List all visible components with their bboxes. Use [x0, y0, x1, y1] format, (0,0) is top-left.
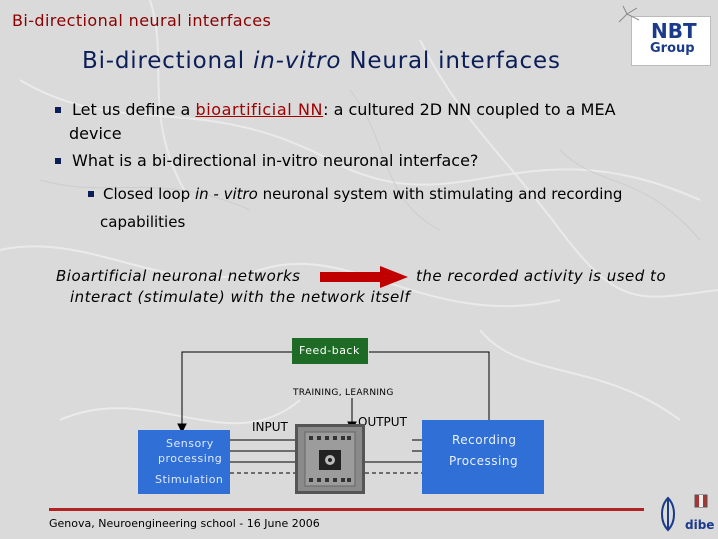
sensory-processing-box — [138, 430, 230, 494]
logo-bottom-text: Group — [650, 41, 695, 56]
stimulation-label: Stimulation — [155, 473, 224, 486]
crest-icon — [694, 494, 708, 508]
title-italic-part: in-vitro — [253, 48, 342, 74]
neuron-logo-icon — [618, 5, 640, 23]
dibe-logo-text: dibe — [685, 518, 715, 532]
sub-bullet-italic: in - vitro — [194, 185, 258, 203]
processing-label: processing — [158, 452, 223, 465]
bullet-marker — [55, 158, 61, 164]
mea-device-image — [295, 424, 365, 494]
feedback-right-line — [369, 351, 490, 420]
footer-text: Genova, Neuroengineering school - 16 Jun… — [49, 517, 320, 530]
title-part-1: Bi-directional — [82, 48, 254, 74]
recording-processing-box — [422, 420, 544, 494]
feedback-label: Feed-back — [299, 344, 360, 357]
sub-bullet-line-2: capabilities — [100, 213, 186, 231]
footer-divider — [49, 508, 644, 511]
bullet-1-text-tail: : a cultured 2D NN coupled to a MEA — [323, 100, 616, 119]
red-arrow-icon — [320, 266, 408, 288]
definition-right: the recorded activity is used to — [416, 267, 667, 285]
slide-title: Bi-directional in-vitro Neural interface… — [82, 48, 561, 74]
header-title: Bi-directional neural interfaces — [12, 11, 272, 30]
recording-label: Recording — [452, 433, 517, 447]
sensory-label: Sensory — [166, 437, 214, 450]
feedback-box — [292, 338, 368, 364]
bullet-1-text: Let us define a — [72, 100, 196, 119]
sub-bullet-text: Closed loop — [103, 185, 195, 203]
sub-bullet: Closed loop in - vitro neuronal system w… — [103, 185, 622, 203]
definition-left: Bioartificial neuronal networks — [56, 267, 301, 285]
processing-label-right: Processing — [449, 454, 519, 468]
feedback-left-line — [181, 351, 292, 430]
bullet-1-line-2: device — [69, 124, 122, 143]
bullet-marker — [55, 107, 61, 113]
nbt-group-logo: NBT Group — [631, 16, 711, 66]
sub-bullet-marker — [88, 191, 94, 197]
title-part-2: Neural interfaces — [341, 48, 561, 74]
dibe-logo-icon — [661, 496, 675, 532]
bioartificial-nn-link[interactable]: bioartificial NN — [195, 100, 324, 119]
training-label: TRAINING, LEARNING — [293, 388, 394, 398]
feedback-left-arrowhead — [177, 423, 187, 434]
logo-top-text: NBT — [651, 19, 697, 43]
bullet-1: Let us define a bioartificial NN: a cult… — [72, 100, 616, 119]
bullet-2: What is a bi-directional in-vitro neuron… — [72, 151, 479, 170]
input-label: INPUT — [252, 420, 288, 434]
output-label: OUTPUT — [358, 415, 407, 429]
sub-bullet-text-tail: neuronal system with stimulating and rec… — [257, 185, 623, 203]
definition-line-2: interact (stimulate) with the network it… — [70, 288, 411, 306]
